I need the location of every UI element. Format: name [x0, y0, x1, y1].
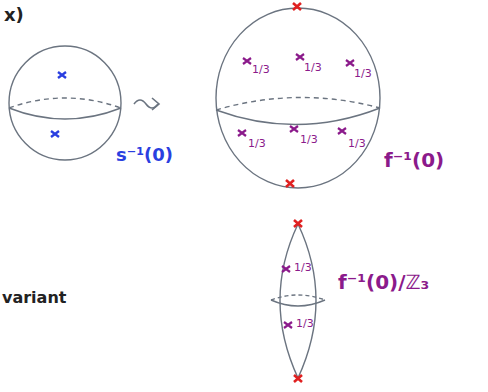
- text-fragment: variant: [2, 290, 66, 306]
- sphere-outline: [9, 46, 121, 160]
- purple-cross: [238, 54, 354, 328]
- equator-front: [271, 300, 325, 306]
- weight-label: 1/3: [248, 138, 266, 149]
- preimage-label: s⁻¹(0): [116, 146, 173, 164]
- weight-label: 1/3: [300, 134, 318, 145]
- text-fragment: x): [4, 6, 24, 24]
- weight-label: 1/3: [252, 64, 270, 75]
- preimage-label: f⁻¹(0): [384, 150, 444, 170]
- squiggle-arrow: [134, 98, 159, 110]
- weight-label: 1/3: [354, 68, 372, 79]
- equator-back: [216, 97, 380, 110]
- weight-label: 1/3: [296, 318, 314, 329]
- quotient-label: f⁻¹(0)/ℤ₃: [338, 272, 429, 292]
- lemon-outline: [280, 224, 316, 378]
- weight-label: 1/3: [348, 138, 366, 149]
- blue-cross: [51, 72, 66, 137]
- sphere-outline: [216, 8, 380, 188]
- equator-front: [216, 108, 380, 125]
- equator-back: [9, 98, 121, 108]
- weight-label: 1/3: [294, 262, 312, 273]
- equator-back: [271, 295, 325, 300]
- weight-label: 1/3: [304, 62, 322, 73]
- equator-front: [9, 108, 121, 119]
